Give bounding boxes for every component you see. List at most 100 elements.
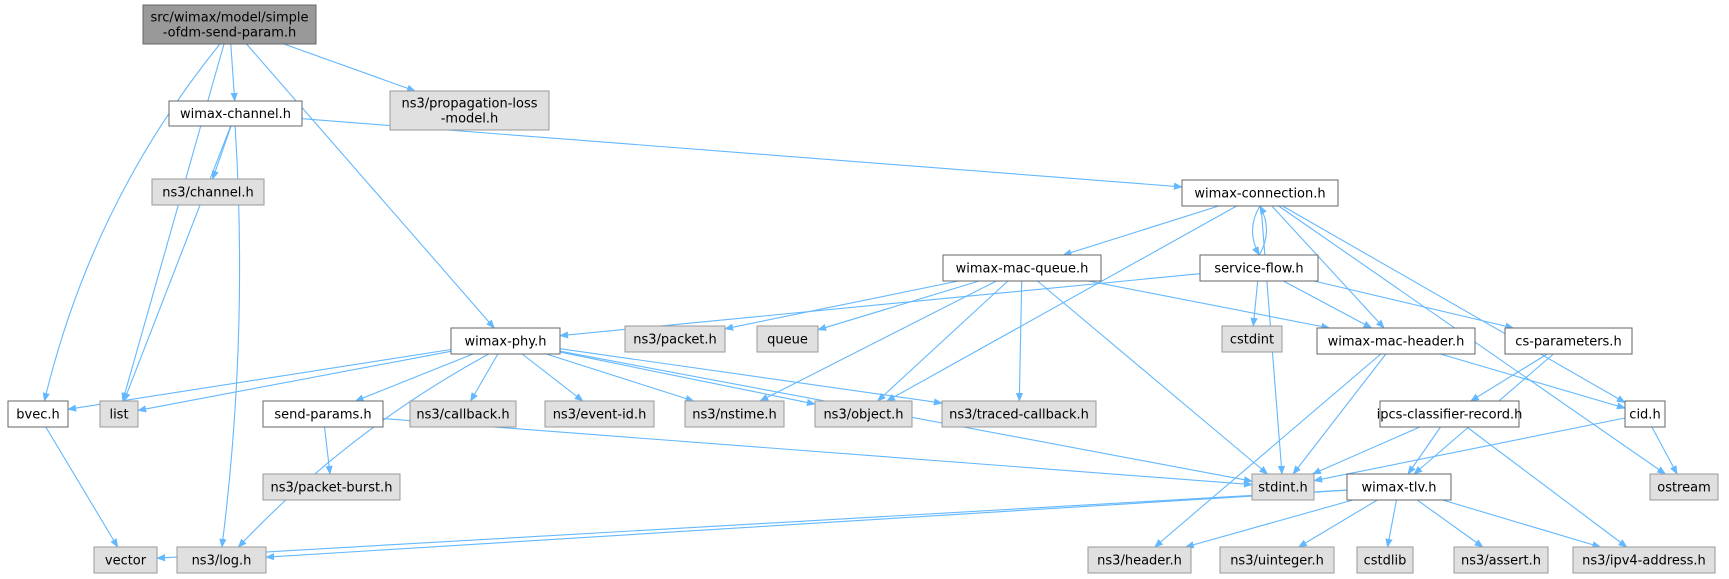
node-bvec[interactable]: bvec.h — [7, 400, 69, 428]
node-label: ns3/traced-callback.h — [949, 408, 1089, 423]
node-label: ns3/propagation-loss — [401, 97, 537, 112]
edge-wimax-tlv-to-header — [1184, 499, 1353, 549]
node-box — [151, 178, 265, 206]
node-ipcs-classifier-record[interactable]: ipcs-classifier-record.h — [1377, 400, 1523, 428]
node-box — [942, 254, 1102, 282]
node-label: list — [109, 408, 128, 423]
edge-send-params-to-packet-burst — [323, 426, 333, 475]
node-box — [1199, 254, 1319, 282]
node-box — [1453, 546, 1549, 574]
node-box — [1221, 325, 1283, 353]
node-wimax-connection[interactable]: wimax-connection.h — [1181, 179, 1339, 207]
node-service-flow[interactable]: service-flow.h — [1199, 254, 1319, 282]
edge-service-flow-to-wimax-mac-header — [1283, 280, 1373, 329]
node-label: ns3/ipv4-address.h — [1582, 554, 1706, 569]
node-label: -model.h — [441, 112, 499, 127]
edge-root-to-wimax-phy — [246, 43, 495, 329]
node-packet: ns3/packet.h — [624, 325, 726, 353]
node-send-params[interactable]: send-params.h — [262, 400, 384, 428]
edge-root-to-bvec — [42, 43, 221, 402]
edge-wimax-tlv-to-vector — [156, 489, 1348, 562]
node-wimax-channel[interactable]: wimax-channel.h — [168, 100, 303, 127]
node-ostream: ostream — [1649, 473, 1719, 501]
node-uinteger: ns3/uinteger.h — [1219, 546, 1335, 574]
node-box — [176, 546, 267, 574]
node-assert: ns3/assert.h — [1453, 546, 1549, 574]
edge-wimax-phy-to-log — [237, 353, 489, 548]
node-queue: queue — [756, 325, 819, 353]
node-wimax-mac-header[interactable]: wimax-mac-header.h — [1316, 327, 1476, 355]
node-cid[interactable]: cid.h — [1624, 400, 1666, 428]
node-box — [1316, 327, 1476, 355]
node-box — [389, 90, 550, 131]
node-object: ns3/object.h — [814, 400, 913, 428]
node-label: cstdint — [1230, 333, 1274, 348]
node-label: ns3/callback.h — [416, 408, 509, 423]
edge-wimax-connection-to-wimax-mac-queue — [1062, 205, 1219, 256]
node-label: vector — [105, 554, 147, 569]
node-box — [1087, 546, 1192, 574]
node-label: ns3/object.h — [823, 408, 903, 423]
node-root[interactable]: src/wimax/model/simple-ofdm-send-param.h — [142, 4, 317, 45]
node-box — [1649, 473, 1719, 501]
node-box — [1624, 400, 1666, 428]
node-box — [99, 400, 139, 428]
edge-service-flow-to-cstdint — [1250, 280, 1259, 327]
edge-wimax-mac-queue-to-traced-callback — [1015, 280, 1024, 402]
edge-wimax-connection-to-cid — [1282, 205, 1626, 403]
edge-wimax-phy-to-event-id — [521, 353, 584, 402]
edge-cs-parameters-to-ipcs-classifier-record — [1469, 353, 1548, 402]
node-propagation-loss: ns3/propagation-loss-model.h — [389, 90, 550, 131]
node-label: ns3/event-id.h — [553, 408, 647, 423]
edge-wimax-tlv-to-log — [265, 489, 1348, 561]
edge-wimax-mac-queue-to-nstime — [759, 280, 997, 402]
node-box — [1504, 327, 1633, 355]
edge-root-to-list — [121, 43, 225, 402]
edge-wimax-phy-to-bvec — [67, 348, 452, 412]
node-cstdint: cstdint — [1221, 325, 1283, 353]
node-box — [142, 4, 317, 45]
node-list: list — [99, 400, 139, 428]
node-label: cid.h — [1629, 408, 1660, 423]
node-box — [93, 546, 158, 574]
node-box — [1346, 473, 1452, 501]
node-cs-parameters[interactable]: cs-parameters.h — [1504, 327, 1633, 355]
edge-root-to-wimax-channel — [230, 43, 238, 102]
node-wimax-tlv[interactable]: wimax-tlv.h — [1346, 473, 1452, 501]
node-box — [7, 400, 69, 428]
edge-wimax-mac-queue-to-queue — [817, 280, 980, 331]
node-label: ns3/packet.h — [633, 333, 717, 348]
edge-wimax-tlv-to-ipv4-address — [1442, 499, 1602, 549]
node-channel: ns3/channel.h — [151, 178, 265, 206]
node-label: bvec.h — [16, 408, 59, 423]
node-box — [1251, 473, 1315, 501]
node-nstime: ns3/nstime.h — [684, 400, 785, 428]
node-traced-callback: ns3/traced-callback.h — [941, 400, 1097, 428]
edge-wimax-mac-header-to-cid — [1440, 353, 1626, 410]
node-ipv4-address: ns3/ipv4-address.h — [1572, 546, 1716, 574]
node-box — [450, 327, 561, 355]
edge-wimax-mac-queue-to-packet — [724, 280, 959, 331]
node-box — [1356, 546, 1414, 574]
edge-wimax-channel-to-channel — [211, 125, 232, 180]
node-box — [756, 325, 819, 353]
node-label: ns3/channel.h — [162, 186, 253, 201]
edge-root-to-propagation-loss — [283, 43, 416, 92]
edge-wimax-mac-header-to-header — [1154, 353, 1382, 548]
node-label: ns3/assert.h — [1461, 554, 1541, 569]
node-wimax-mac-queue[interactable]: wimax-mac-queue.h — [942, 254, 1102, 282]
node-label: src/wimax/model/simple — [150, 11, 308, 26]
node-label: ns3/nstime.h — [692, 408, 776, 423]
node-box — [544, 400, 655, 428]
node-vector: vector — [93, 546, 158, 574]
node-label: cs-parameters.h — [1515, 335, 1621, 350]
node-label: send-params.h — [274, 408, 371, 423]
edge-wimax-mac-queue-to-wimax-mac-header — [1088, 280, 1331, 330]
node-label: ostream — [1657, 481, 1711, 496]
node-wimax-phy[interactable]: wimax-phy.h — [450, 327, 561, 355]
node-box — [1379, 400, 1520, 428]
node-label: wimax-tlv.h — [1361, 481, 1436, 496]
edge-wimax-connection-to-object — [886, 205, 1237, 402]
nodes-layer: src/wimax/model/simple-ofdm-send-param.h… — [7, 4, 1719, 574]
